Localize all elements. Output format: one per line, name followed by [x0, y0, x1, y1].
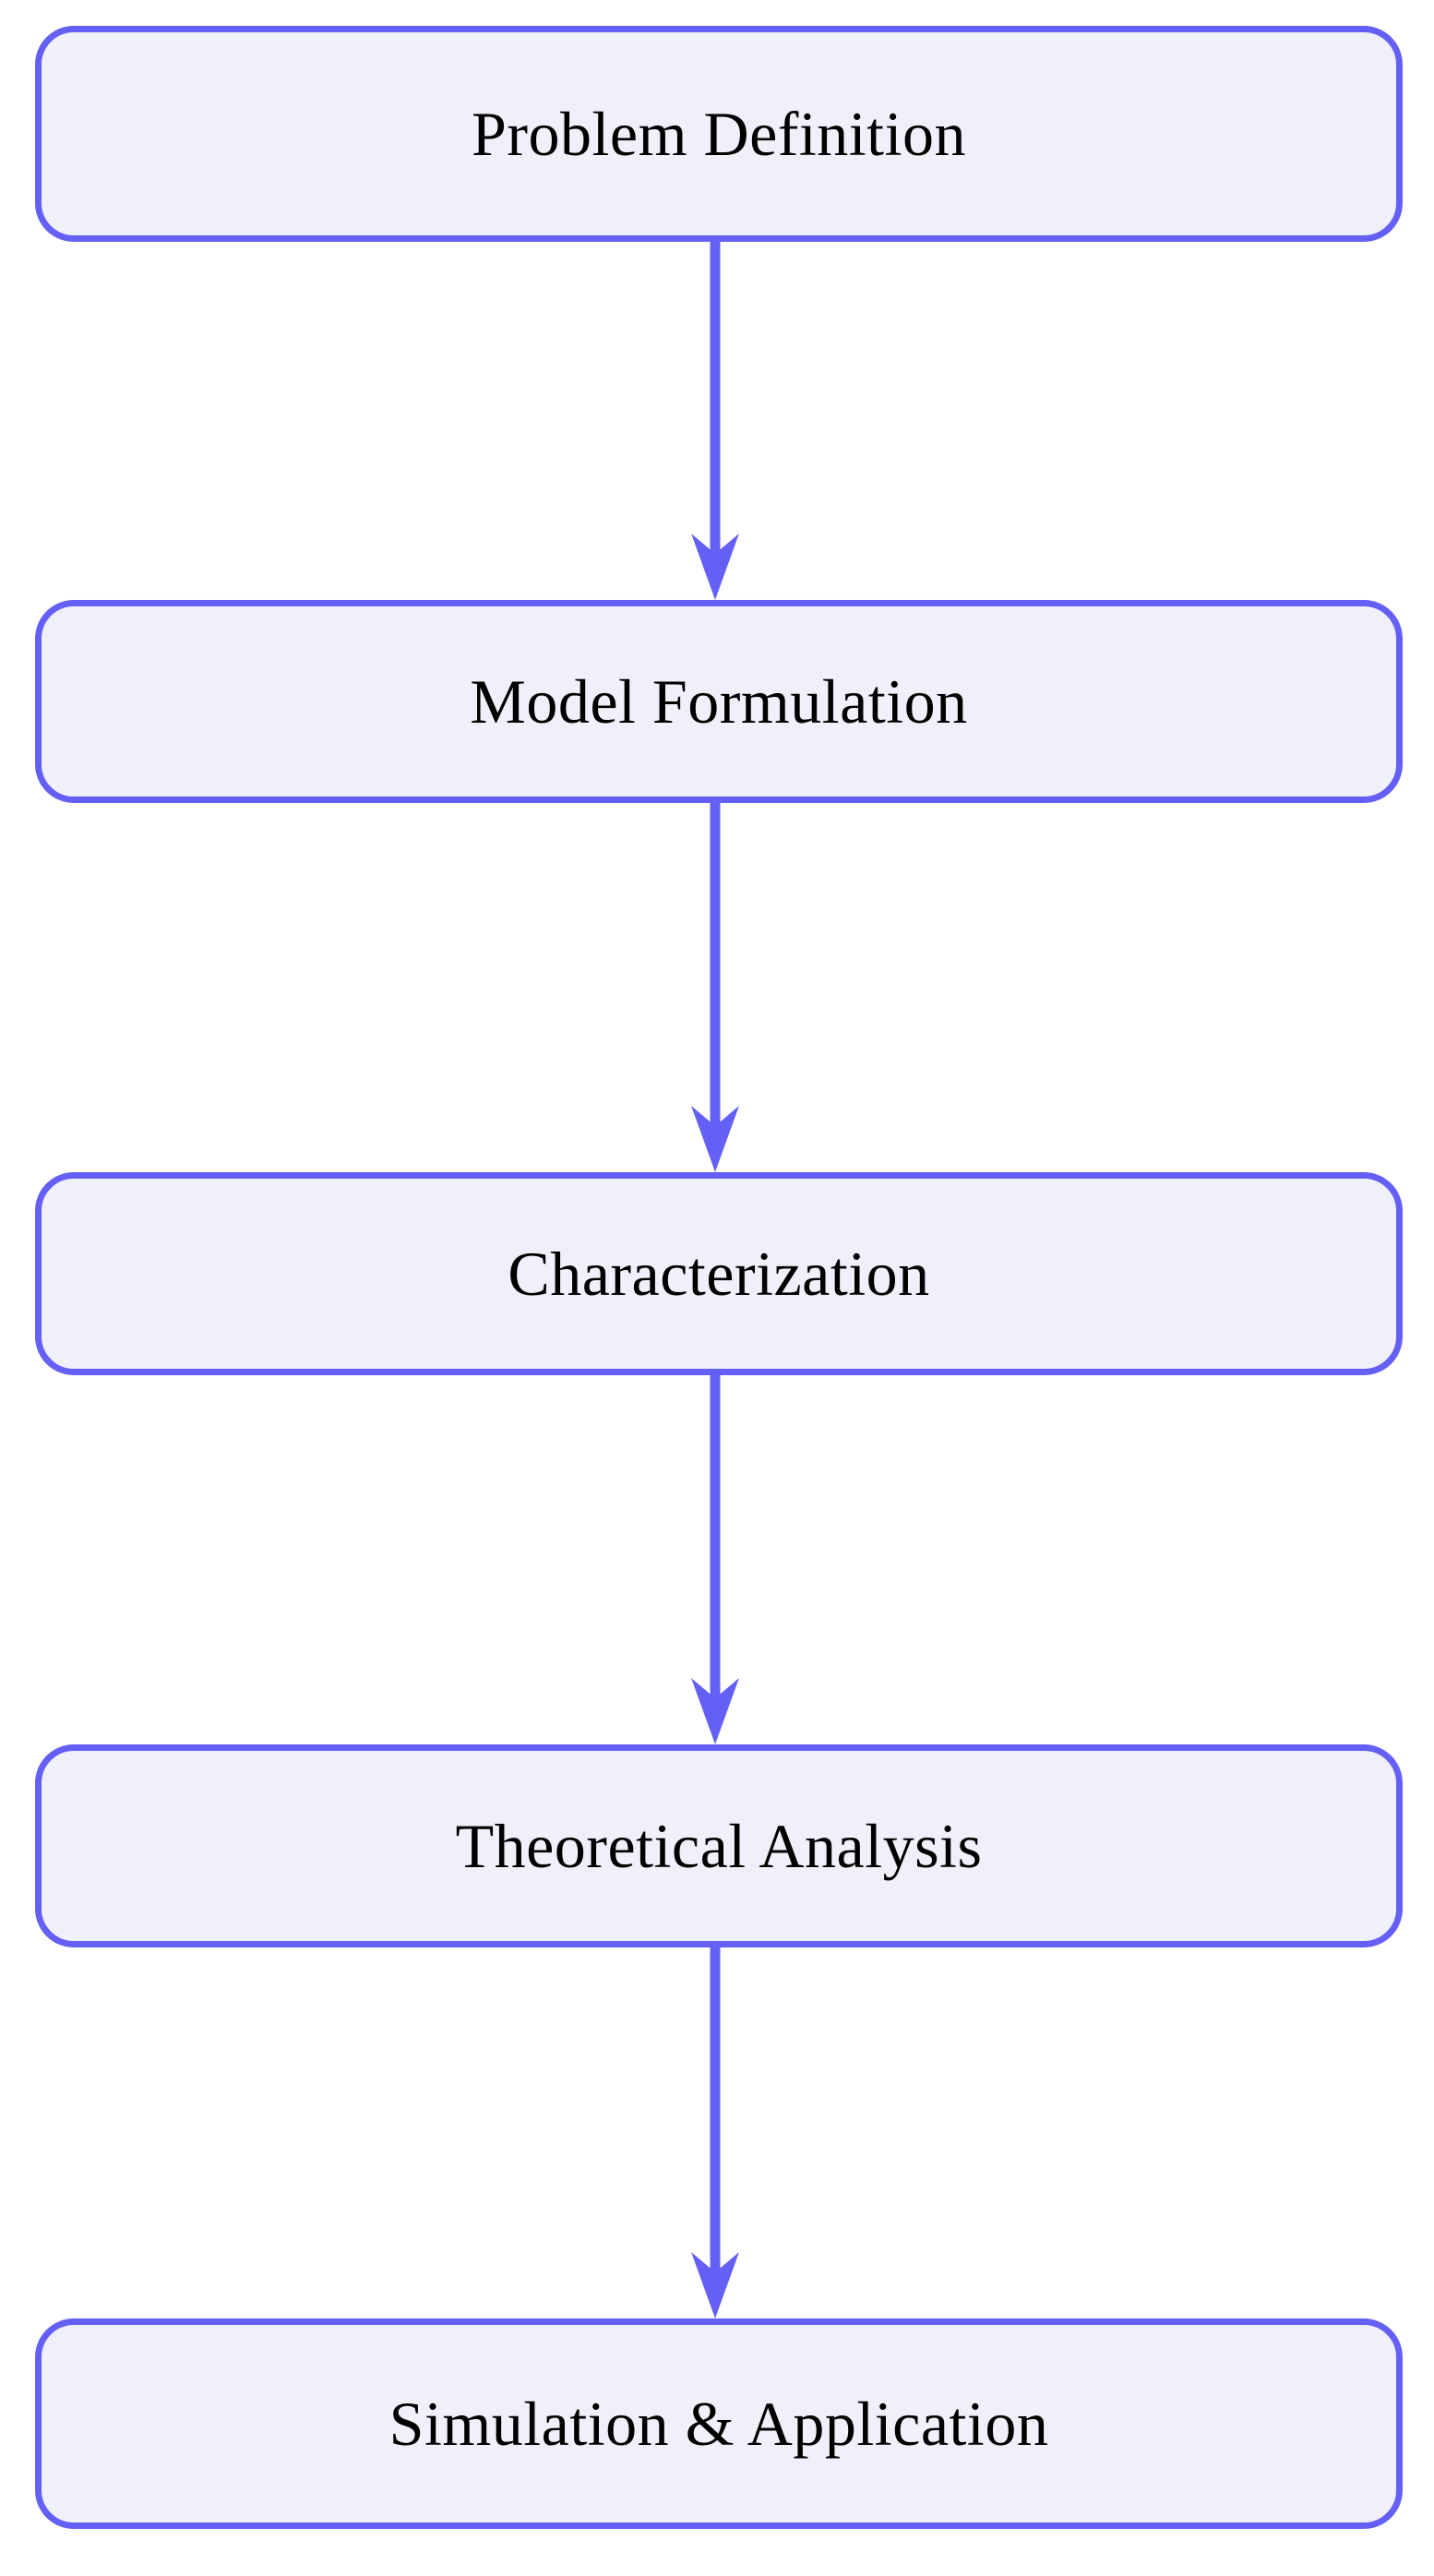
node-simulation-application[interactable]: Simulation & Application	[35, 2318, 1403, 2529]
node-model-formulation[interactable]: Model Formulation	[35, 600, 1403, 803]
node-label-theoretical-analysis: Theoretical Analysis	[455, 1811, 983, 1881]
node-label-simulation-application: Simulation & Application	[388, 2389, 1049, 2459]
edge-4-arrowhead	[691, 2252, 739, 2318]
edge-2-arrowhead	[691, 1106, 739, 1172]
edge-1-arrowhead	[691, 533, 739, 600]
node-theoretical-analysis[interactable]: Theoretical Analysis	[35, 1744, 1403, 1947]
node-problem-definition[interactable]: Problem Definition	[35, 26, 1403, 242]
node-label-model-formulation: Model Formulation	[470, 666, 968, 737]
node-characterization[interactable]: Characterization	[35, 1172, 1403, 1375]
node-label-problem-definition: Problem Definition	[472, 99, 966, 169]
edge-3-arrowhead	[691, 1678, 739, 1744]
node-label-characterization: Characterization	[508, 1239, 930, 1309]
